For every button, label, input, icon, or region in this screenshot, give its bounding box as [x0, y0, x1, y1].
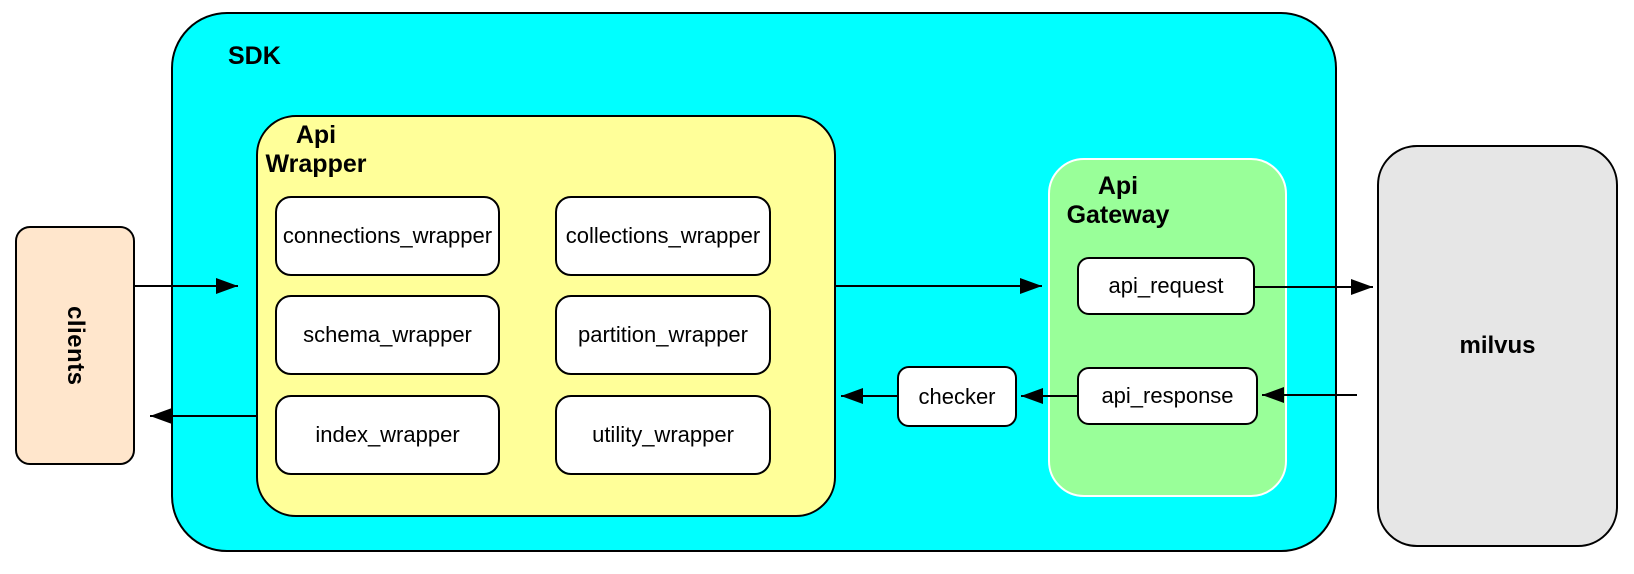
- api-wrapper-label: Api Wrapper: [265, 121, 367, 178]
- node-api-response: api_response: [1077, 367, 1258, 425]
- node-index-wrapper: index_wrapper: [275, 395, 500, 475]
- api-gateway-label: Api Gateway: [1066, 172, 1170, 229]
- partition-wrapper-label: partition_wrapper: [578, 322, 748, 347]
- connections-wrapper-label: connections_wrapper: [282, 223, 493, 248]
- api-request-label: api_request: [1108, 273, 1224, 298]
- node-partition-wrapper: partition_wrapper: [555, 295, 771, 375]
- utility-wrapper-label: utility_wrapper: [592, 422, 734, 447]
- collections-wrapper-label: collections_wrapper: [565, 223, 761, 248]
- node-api-request: api_request: [1077, 257, 1255, 315]
- checker-label: checker: [918, 383, 996, 409]
- node-collections-wrapper: collections_wrapper: [555, 196, 771, 276]
- api-response-label: api_response: [1101, 383, 1234, 408]
- index-wrapper-label: index_wrapper: [315, 422, 460, 447]
- sdk-label: SDK: [228, 42, 281, 70]
- milvus-label: milvus: [1459, 332, 1536, 359]
- node-milvus: milvus: [1377, 145, 1618, 547]
- node-schema-wrapper: schema_wrapper: [275, 295, 500, 375]
- node-clients: clients: [15, 226, 135, 465]
- clients-label: clients: [62, 305, 89, 386]
- node-utility-wrapper: utility_wrapper: [555, 395, 771, 475]
- schema-wrapper-label: schema_wrapper: [303, 322, 472, 347]
- container-api-gateway: [1048, 158, 1287, 497]
- node-checker: checker: [897, 366, 1017, 427]
- node-connections-wrapper: connections_wrapper: [275, 196, 500, 276]
